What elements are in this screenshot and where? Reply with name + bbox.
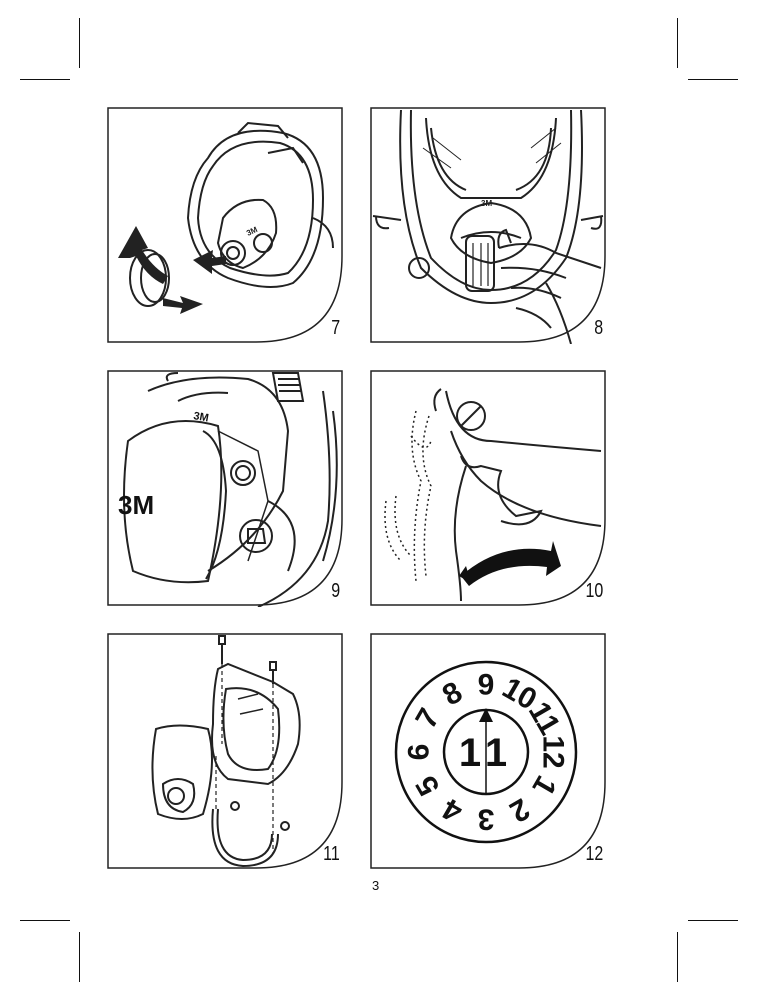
- figure-11-panel: 11: [108, 634, 344, 870]
- crop-mark: [677, 932, 678, 982]
- figure-number: 7: [331, 317, 340, 340]
- brand-mark: 3M: [481, 199, 492, 208]
- dial-month-2: 2: [504, 792, 535, 829]
- figure-number: 11: [323, 843, 340, 866]
- dial-month-5: 5: [410, 770, 447, 801]
- dial-month-9: 9: [478, 669, 495, 702]
- crop-mark: [20, 79, 70, 80]
- brand-mark: 3M: [118, 490, 154, 520]
- crop-mark: [688, 79, 738, 80]
- arrow-icon: [118, 226, 226, 314]
- figure-10-panel: 10: [371, 371, 607, 607]
- dial-year: 11: [459, 731, 513, 775]
- dial-month-4: 4: [437, 791, 468, 828]
- mask-exploded-view-icon: [108, 634, 344, 870]
- rotate-arrow-icon: [461, 541, 561, 586]
- dial-month-8: 8: [437, 676, 468, 713]
- dial-month-6: 6: [403, 744, 436, 761]
- figure-number: 10: [585, 580, 603, 603]
- dial-month-3: 3: [478, 803, 495, 836]
- mask-cartridge-insert-icon: 3M: [371, 108, 607, 344]
- crop-mark: [688, 920, 738, 921]
- page-number: 3: [372, 878, 379, 893]
- dial-month-1: 1: [526, 770, 563, 801]
- figure-7-panel: 3M 7: [108, 108, 344, 344]
- crop-mark: [79, 932, 80, 982]
- dial-month-12: 12: [537, 735, 570, 768]
- figure-number: 8: [594, 317, 603, 340]
- figure-number: 12: [585, 843, 603, 866]
- dial-month-7: 7: [410, 703, 447, 734]
- crop-mark: [20, 920, 70, 921]
- crop-mark: [677, 18, 678, 68]
- mask-filter-attach-icon: 3M: [108, 108, 344, 344]
- crop-mark: [79, 18, 80, 68]
- figure-9-panel: 3M 3M 9: [108, 371, 344, 607]
- figure-number: 9: [331, 580, 340, 603]
- mask-filter-closeup-icon: 3M 3M: [108, 371, 344, 607]
- strap-rotate-icon: [371, 371, 607, 607]
- figure-8-panel: 3M 8: [371, 108, 607, 344]
